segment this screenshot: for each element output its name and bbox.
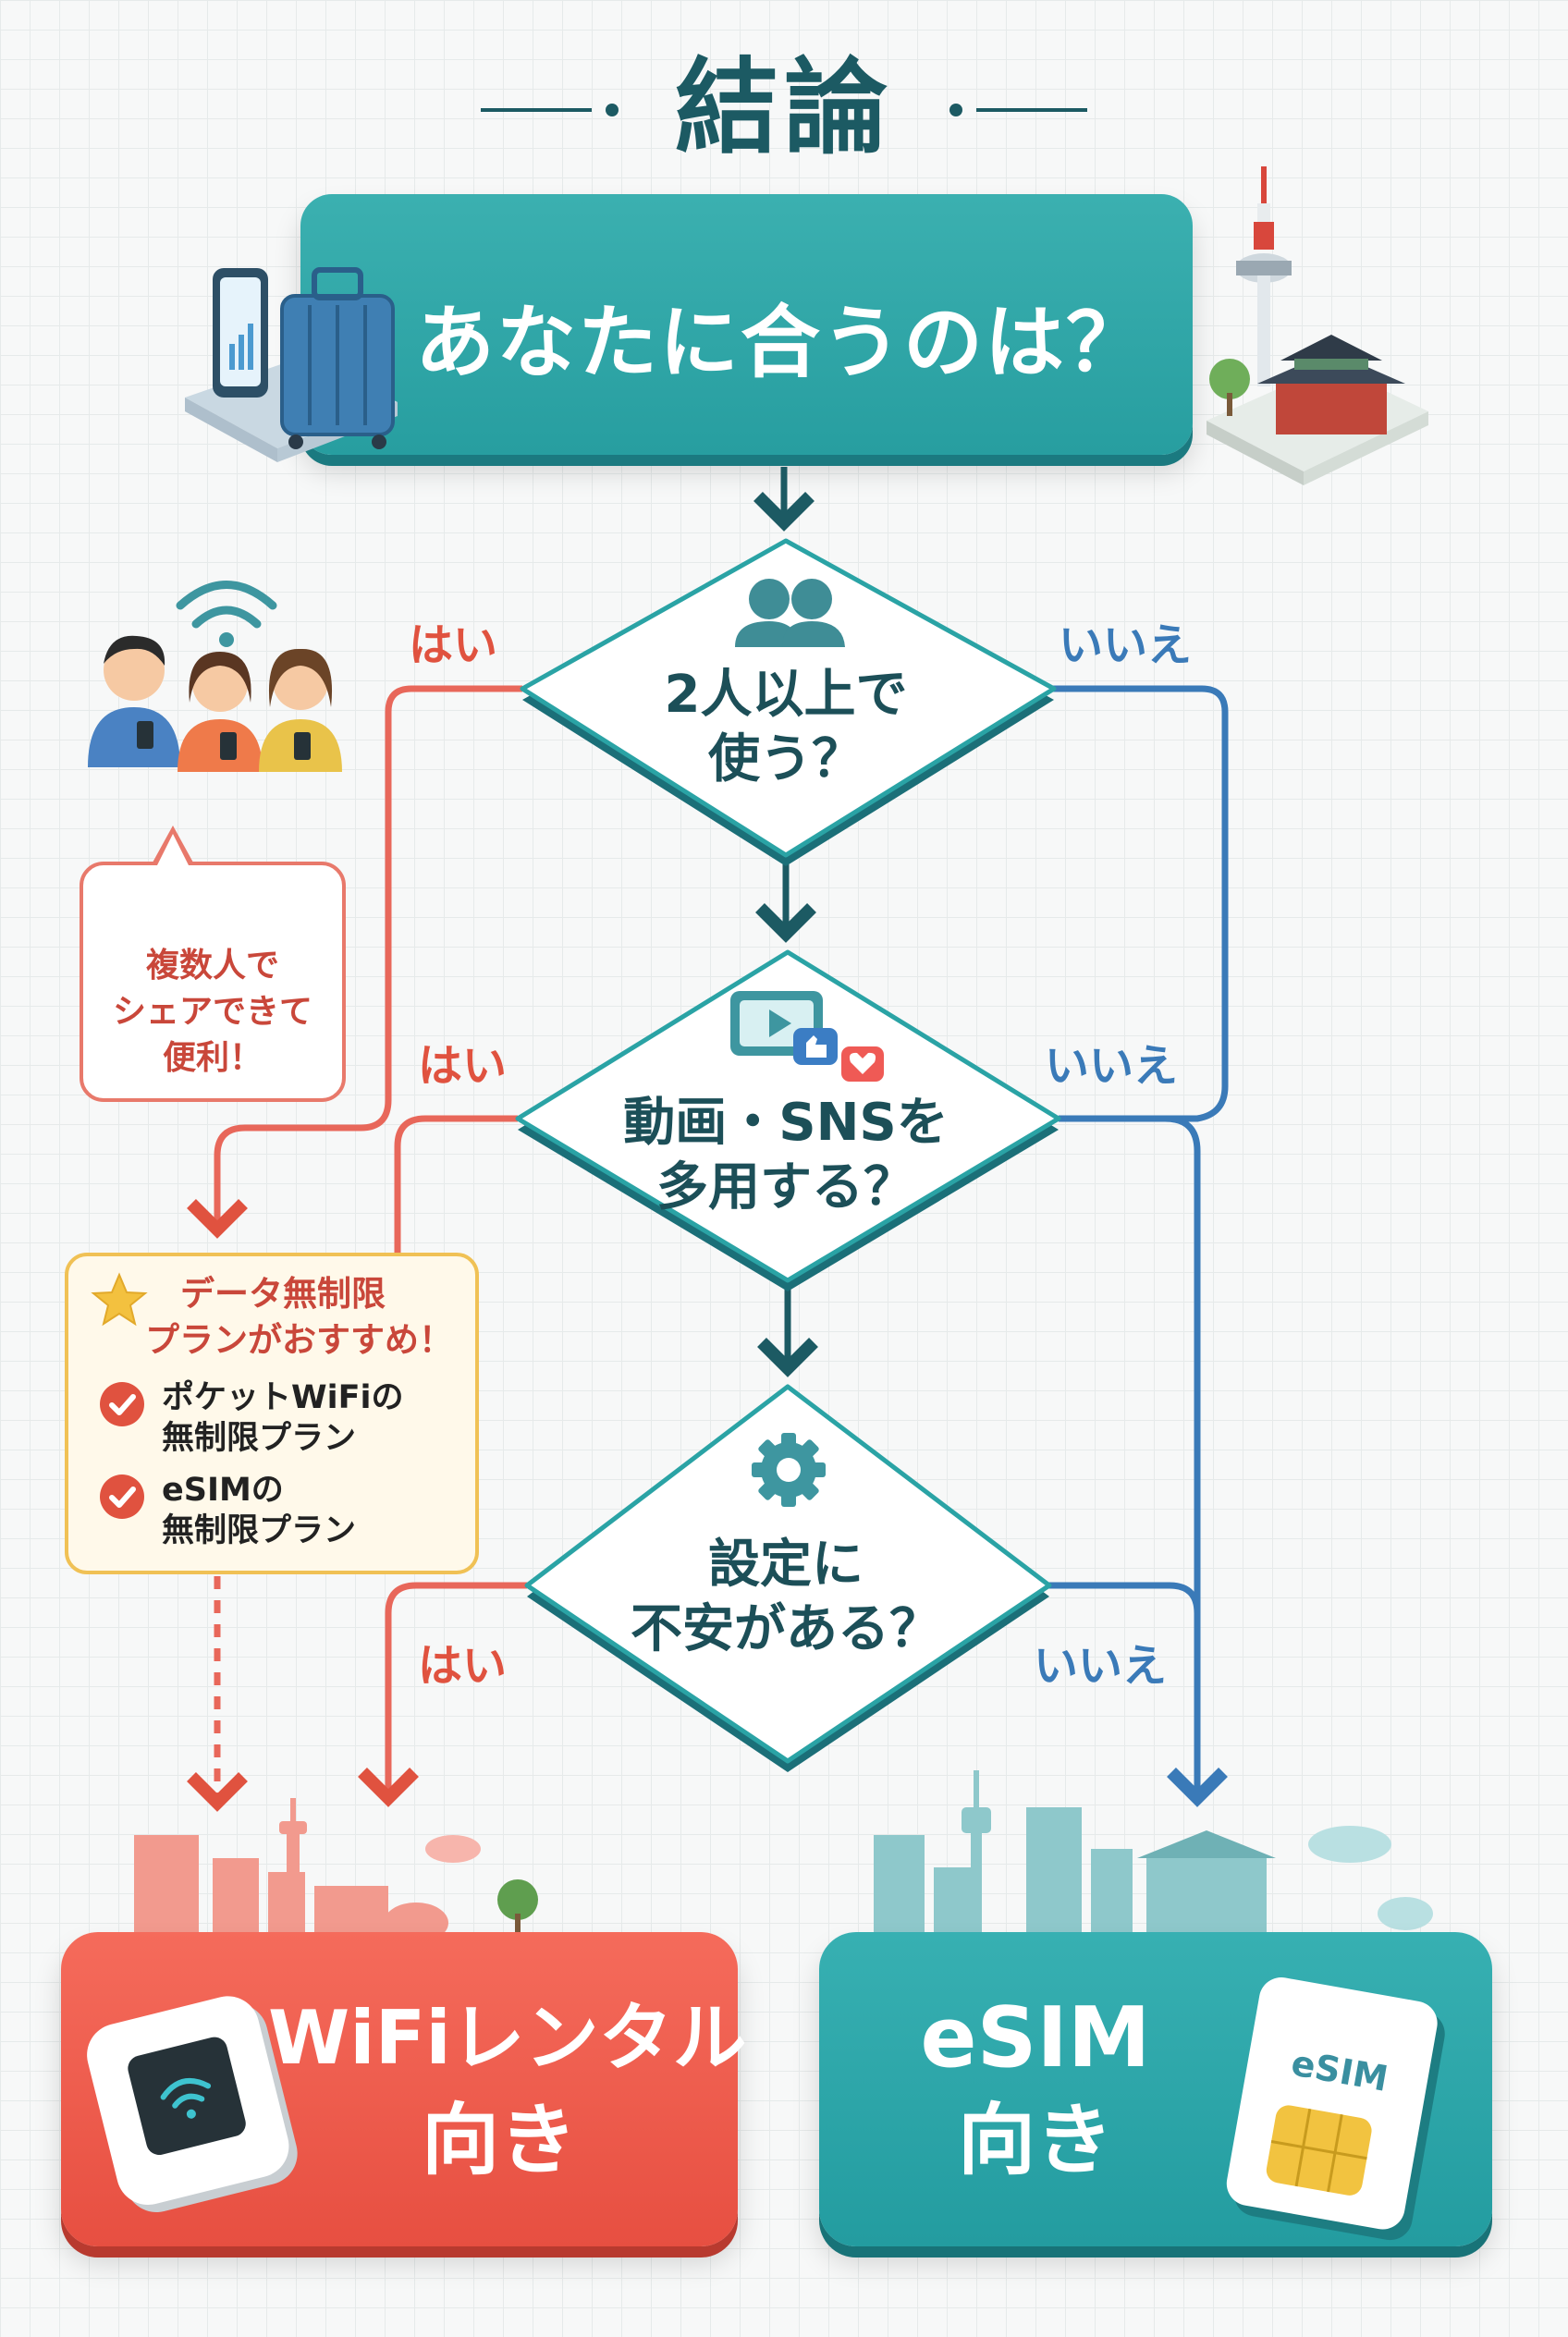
result-esim-line2: 向き	[957, 2095, 1113, 2185]
recommendation-item-1: ポケットWiFiの 無制限プラン	[162, 1377, 404, 1459]
question-2-line1: 動画・SNSを	[623, 1093, 949, 1153]
result-esim-text: eSIM 向き	[860, 1988, 1211, 2191]
star-icon	[91, 1272, 148, 1327]
recommendation-item-1-line1: ポケットWiFiの	[162, 1379, 404, 1416]
phone-suitcase-illustration	[185, 267, 398, 462]
share-bubble-line3: 便利！	[162, 1039, 263, 1077]
question-2-line2: 多用する？	[656, 1157, 915, 1217]
path-q2-no	[1059, 1115, 1228, 1807]
result-wifi-text: WiFiレンタル 向き	[268, 1988, 747, 2191]
recommendation-item-2: eSIMの 無制限プラン	[162, 1470, 356, 1551]
gear-icon	[752, 1433, 826, 1507]
seoul-tower-palace-illustration	[1207, 166, 1428, 485]
question-3-text: 設定に 不安がある？	[601, 1533, 971, 1662]
q2-yes-label: はい	[418, 1040, 508, 1092]
path-q3-no	[1045, 1582, 1201, 1614]
header-box	[300, 194, 1193, 455]
header-title: あなたに合うのは？	[415, 297, 1147, 389]
page-title: 結論	[675, 48, 893, 168]
recommendation-item-2-line2: 無制限プラン	[162, 1512, 357, 1549]
question-diamond-3	[524, 1384, 1052, 1772]
path-q1-no	[1049, 685, 1229, 1122]
check-icon	[100, 1382, 144, 1426]
result-wifi-line2: 向き	[421, 2095, 577, 2185]
question-3-line1: 設定に	[708, 1535, 864, 1595]
recommendation-title: データ無制限 プランがおすすめ！	[145, 1271, 462, 1364]
share-bubble-text: 複数人で シェアできて 便利！	[80, 943, 346, 1082]
question-diamond-1	[520, 538, 1057, 866]
recommendation-item-1-line2: 無制限プラン	[162, 1420, 357, 1457]
q2-no-label: いいえ	[1045, 1040, 1179, 1092]
video-sns-icon	[730, 991, 884, 1082]
share-bubble-line1: 複数人で	[145, 947, 279, 985]
question-1-text: 2人以上で 使う？	[601, 663, 971, 792]
path-q1-yes	[187, 685, 522, 1239]
left-skyline	[134, 1798, 538, 1943]
recommendation-title-line1: データ無制限	[180, 1274, 386, 1314]
check-icon	[100, 1474, 144, 1519]
question-1-line1: 2人以上で	[664, 665, 908, 725]
q3-no-label: いいえ	[1034, 1640, 1168, 1692]
title-deco-right-line	[976, 108, 1087, 112]
q1-yes-label: はい	[409, 619, 498, 671]
q1-no-label: いいえ	[1059, 619, 1193, 671]
result-wifi-line1: WiFiレンタル	[268, 1995, 747, 2081]
people-with-phones-illustration	[88, 581, 342, 772]
result-esim-line1: eSIM	[920, 1989, 1151, 2086]
share-bubble-tail-inner	[157, 834, 189, 865]
right-skyline	[874, 1770, 1433, 1937]
question-3-line2: 不安がある？	[631, 1599, 941, 1659]
recommendation-item-2-line1: eSIMの	[162, 1472, 284, 1509]
people-icon	[735, 579, 845, 647]
share-bubble-line2: シェアできて	[112, 993, 312, 1031]
title-deco-left-line	[481, 108, 592, 112]
question-2-text: 動画・SNSを 多用する？	[592, 1091, 980, 1220]
q3-yes-label: はい	[418, 1640, 508, 1692]
title-deco-right-dot	[949, 104, 962, 116]
recommendation-title-line2: プランがおすすめ！	[145, 1320, 453, 1360]
share-bubble	[80, 862, 346, 1102]
question-diamond-2	[515, 949, 1061, 1291]
path-q3-yes	[358, 1582, 527, 1807]
title-deco-left-dot	[606, 104, 619, 116]
path-q2-yes	[394, 1115, 518, 1253]
question-1-line2: 使う？	[708, 729, 864, 789]
